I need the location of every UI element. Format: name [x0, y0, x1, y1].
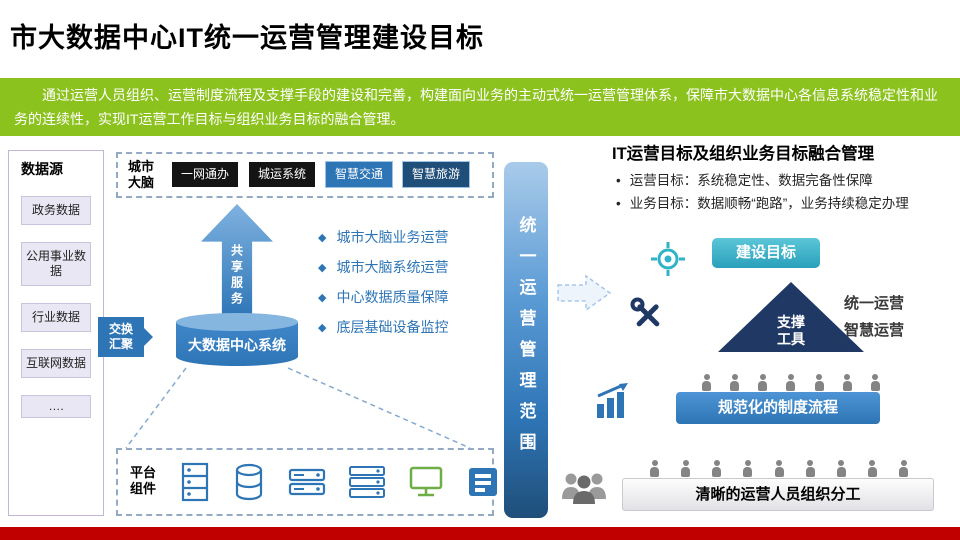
city-brain-apps: 一网通办 城运系统 智慧交通 智慧旅游: [172, 161, 470, 188]
person-icon: [805, 460, 815, 477]
person-icon: [814, 374, 824, 391]
app-chip: 智慧旅游: [402, 161, 470, 188]
big-data-center-cylinder: 大数据中心系统: [176, 313, 298, 366]
projection-lines: [125, 367, 471, 449]
city-brain-label: 城市大脑: [128, 159, 155, 190]
server-rack-icon: [180, 462, 210, 507]
pyramid-bottom: 清晰的运营人员组织分工: [622, 478, 934, 511]
city-brain-box: 城市大脑 一网通办 城运系统 智慧交通 智慧旅游: [116, 152, 494, 198]
bar-chart-icon: [592, 381, 636, 426]
person-icon: [681, 460, 691, 477]
share-service-label: 共享服务: [229, 244, 244, 308]
monitor-icon: [408, 465, 444, 504]
database-icon: [232, 462, 266, 507]
fusion-bullets: 运营目标：系统稳定性、数据完备性保障 业务目标：数据顺畅“跑路”，业务持续稳定办…: [616, 169, 956, 215]
person-icon: [842, 374, 852, 391]
datasource-panel: 数据源 政务数据 公用事业数据 行业数据 互联网数据 ….: [8, 150, 104, 516]
datasource-item: 政务数据: [21, 196, 91, 225]
fusion-bullet: 业务目标：数据顺畅“跑路”，业务持续稳定办理: [616, 192, 956, 215]
fusion-title: IT运营目标及组织业务目标融合管理: [612, 145, 875, 163]
datasource-item: 行业数据: [21, 303, 91, 332]
operations-item: 城市大脑系统运营: [318, 260, 448, 276]
target-icon: [651, 242, 685, 281]
platform-box: 平台组件: [116, 448, 497, 516]
share-service-arrow: 共享服务: [201, 204, 273, 318]
person-icon: [774, 460, 784, 477]
pyramid-middle: 规范化的制度流程: [676, 392, 880, 424]
app-chip: 智慧交通: [325, 161, 393, 188]
person-icon: [702, 374, 711, 391]
person-icon: [836, 460, 846, 477]
goal-badge: 建设目标: [712, 238, 820, 268]
platform-icons: [180, 462, 500, 506]
operations-item: 城市大脑业务运营: [318, 230, 448, 246]
people-row: [650, 460, 908, 477]
datasource-item-more: ….: [21, 395, 91, 418]
intro-banner: 通过运营人员组织、运营制度流程及支撑手段的建设和完善，构建面向业务的主动式统一运…: [0, 78, 960, 136]
server-icon: [348, 464, 386, 505]
person-icon: [786, 374, 796, 391]
pyramid-top: 支撑工具: [718, 282, 864, 352]
person-icon: [899, 460, 908, 477]
person-icon: [712, 460, 722, 477]
person-icon: [867, 460, 877, 477]
big-data-center-label: 大数据中心系统: [188, 337, 286, 353]
pyramid-top-label: 支撑工具: [777, 314, 805, 347]
footer-accent-bar: [0, 527, 960, 540]
scope-bar: 统一运营管理范围: [504, 162, 548, 518]
platform-label: 平台组件: [130, 465, 157, 496]
person-icon: [650, 460, 659, 477]
dashed-arrow-icon: [557, 274, 612, 312]
app-box-icon: [466, 465, 500, 504]
operations-item: 中心数据质量保障: [318, 290, 448, 306]
exchange-arrow: 交换汇聚: [98, 317, 144, 357]
pyramid-side-notes: 统一运营 智慧运营: [844, 290, 904, 344]
datasource-item: 互联网数据: [21, 349, 91, 378]
operations-list: 城市大脑业务运营 城市大脑系统运营 中心数据质量保障 底层基础设备监控: [318, 230, 448, 350]
person-icon: [870, 374, 880, 391]
operations-item: 底层基础设备监控: [318, 320, 448, 336]
page-title: 市大数据中心IT统一运营管理建设目标: [10, 23, 484, 53]
people-group-icon: [560, 466, 608, 513]
person-icon: [758, 374, 768, 391]
person-icon: [730, 374, 740, 391]
app-chip: 一网通办: [172, 162, 238, 187]
datasource-title: 数据源: [21, 161, 63, 177]
scope-bar-label: 统一运营管理范围: [516, 216, 536, 464]
app-chip: 城运系统: [249, 162, 315, 187]
datasource-item: 公用事业数据: [21, 242, 91, 286]
side-note: 智慧运营: [844, 322, 905, 339]
side-note: 统一运营: [844, 295, 905, 312]
person-icon: [743, 460, 753, 477]
storage-icon: [288, 464, 326, 505]
tools-icon: [627, 294, 669, 341]
fusion-bullet: 运营目标：系统稳定性、数据完备性保障: [616, 169, 956, 192]
people-row: [702, 374, 880, 391]
